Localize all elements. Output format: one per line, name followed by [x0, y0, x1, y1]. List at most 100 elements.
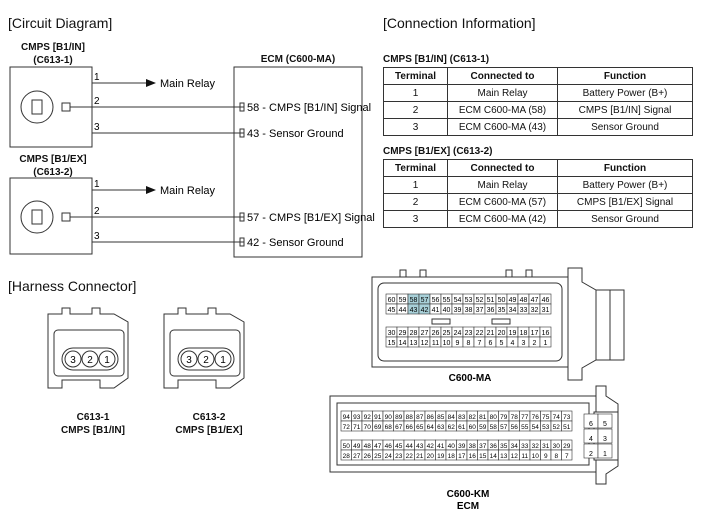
pin-label: 88	[406, 414, 414, 421]
pin-label: 51	[487, 297, 495, 304]
pin-label: 90	[385, 414, 393, 421]
pin-number: 2	[94, 96, 100, 107]
pin-label: 39	[458, 443, 466, 450]
sensor2-name: CMPS [B1/EX]	[19, 154, 87, 165]
table-row: 3 ECM C600-MA (43) Sensor Ground	[383, 118, 693, 136]
pin-label: 23	[465, 330, 473, 337]
pin-label: 44	[399, 307, 407, 314]
pin-label: 61	[458, 424, 466, 431]
pin-label: 75	[542, 414, 550, 421]
pin-label: 2	[589, 451, 593, 458]
pin-label: 16	[542, 330, 550, 337]
pin-label: 18	[448, 453, 456, 460]
pin-cell	[597, 413, 613, 429]
cell-connected-to: ECM C600-MA (42)	[447, 210, 558, 228]
pin-label: 69	[374, 424, 382, 431]
pin-label: 93	[353, 414, 361, 421]
pin-label: 25	[374, 453, 382, 460]
cell-function: Sensor Ground	[557, 210, 693, 228]
pin-label: 66	[406, 424, 414, 431]
pin-label: 4	[511, 340, 515, 347]
pin-label: 82	[469, 414, 477, 421]
pin-label: 63	[437, 424, 445, 431]
pin-label: 37	[479, 443, 487, 450]
connector2-name: CMPS [B1/EX]	[175, 425, 243, 436]
pin-label: 22	[476, 330, 484, 337]
pin-label: 84	[448, 414, 456, 421]
ecm-pin-label: 43 - Sensor Ground	[247, 128, 344, 140]
harness-connector-heading: [Harness Connector]	[8, 278, 137, 294]
connector1-name: CMPS [B1/IN]	[61, 425, 125, 436]
pin-label: 53	[542, 424, 550, 431]
pin-number: 1	[94, 72, 100, 83]
pin-label: 29	[563, 443, 571, 450]
pin-label: 89	[395, 414, 403, 421]
pin-label: 58	[490, 424, 498, 431]
harness-pin: 3	[70, 355, 76, 366]
pin-label: 8	[554, 453, 558, 460]
pin-label: 38	[469, 443, 477, 450]
pin-label: 68	[385, 424, 393, 431]
table-header-row: Terminal Connected to Function	[383, 159, 693, 177]
pin-label: 2	[533, 340, 537, 347]
pin-label: 59	[479, 424, 487, 431]
pin-label: 87	[416, 414, 424, 421]
connection-table-1: Terminal Connected to Function 1 Main Re…	[383, 67, 693, 136]
pin-label: 9	[544, 453, 548, 460]
harness-pin: 2	[203, 355, 209, 366]
pin-cell	[561, 420, 573, 432]
pin-cell	[597, 428, 613, 444]
pin-label: 6	[589, 421, 593, 428]
harness-pin: 3	[186, 355, 192, 366]
pin-label: 52	[553, 424, 561, 431]
pin-label: 7	[478, 340, 482, 347]
pin-label: 86	[427, 414, 435, 421]
ecm-pin-label: 58 - CMPS [B1/IN] Signal	[247, 102, 371, 114]
pin-label: 23	[395, 453, 403, 460]
pin-label: 67	[395, 424, 403, 431]
pin-label: 11	[521, 453, 528, 460]
pin-cell	[561, 449, 573, 461]
pin-label: 20	[498, 330, 506, 337]
pin-label: 28	[410, 330, 418, 337]
circuit-diagram-heading: [Circuit Diagram]	[8, 15, 113, 31]
pin-label: 31	[542, 443, 550, 450]
table-row: 2 ECM C600-MA (58) CMPS [B1/IN] Signal	[383, 101, 693, 119]
pin-label: 46	[542, 297, 550, 304]
connection-table-2: Terminal Connected to Function 1 Main Re…	[383, 159, 693, 228]
pin-label: 52	[476, 297, 484, 304]
pin-label: 47	[374, 443, 382, 450]
pin-label: 83	[458, 414, 466, 421]
pin-label: 43	[410, 307, 418, 314]
pin-label: 45	[388, 307, 396, 314]
pin-label: 33	[521, 443, 529, 450]
table-row: 3 ECM C600-MA (42) Sensor Ground	[383, 210, 693, 228]
pin-label: 40	[443, 307, 451, 314]
cell-function: Sensor Ground	[557, 118, 693, 136]
ecm-pin-label: 57 - CMPS [B1/EX] Signal	[247, 212, 375, 224]
pin-label: 24	[385, 453, 393, 460]
arrow-icon	[146, 186, 156, 194]
harness-pin: 1	[220, 355, 226, 366]
pin-label: 4	[589, 436, 593, 443]
c600-ma-label: C600-MA	[449, 373, 492, 384]
pin-label: 77	[521, 414, 529, 421]
pin-label: 40	[448, 443, 456, 450]
cell-terminal: 3	[383, 210, 448, 228]
pin-label: 32	[531, 307, 539, 314]
connection-info-heading: [Connection Information]	[383, 15, 536, 31]
pin-label: 56	[432, 297, 440, 304]
pin-label: 53	[465, 297, 473, 304]
pin-label: 20	[427, 453, 435, 460]
pin-label: 18	[520, 330, 528, 337]
pin-label: 41	[432, 307, 440, 314]
pin-label: 11	[432, 340, 439, 347]
pin-label: 36	[490, 443, 498, 450]
pin-label: 34	[511, 443, 519, 450]
pin-label: 13	[410, 340, 418, 347]
pin-label: 15	[479, 453, 487, 460]
pin-label: 70	[364, 424, 372, 431]
pin-label: 47	[531, 297, 539, 304]
